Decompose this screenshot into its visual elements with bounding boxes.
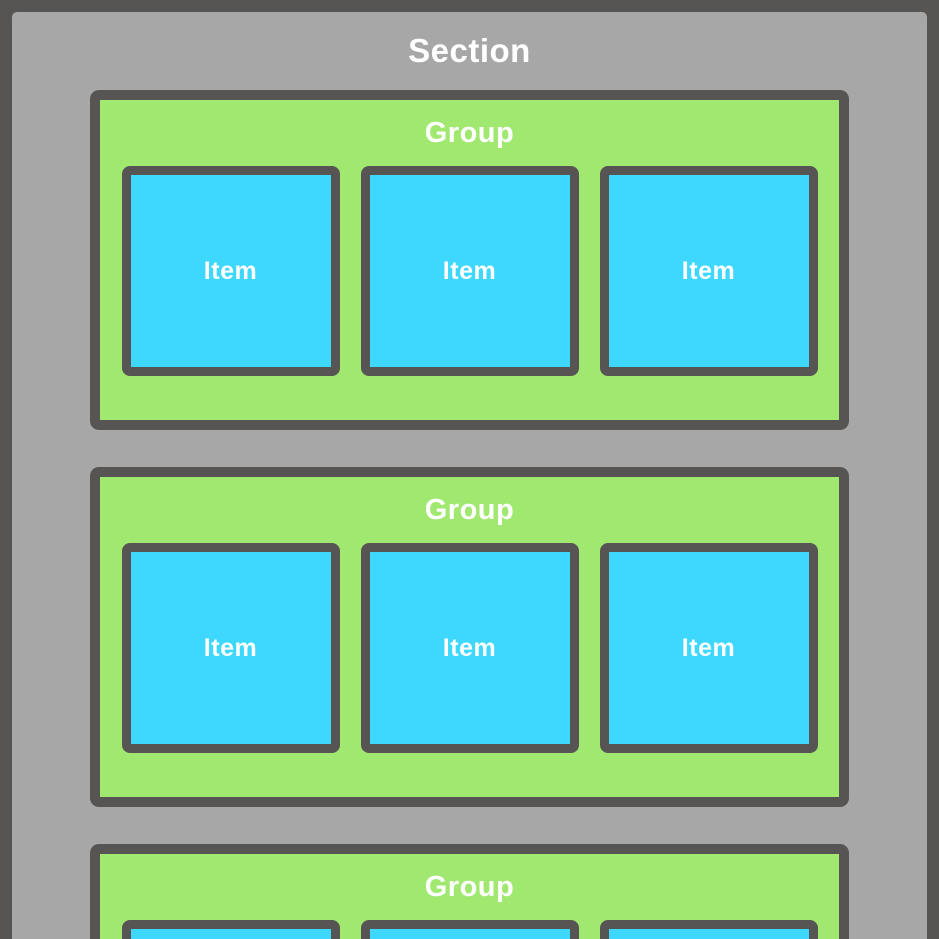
item-box[interactable]: Item <box>360 920 579 939</box>
item-box[interactable]: Item <box>121 543 340 753</box>
item-label: Item <box>442 256 497 285</box>
item-box[interactable]: Item <box>599 543 818 753</box>
item-box[interactable]: Item <box>121 166 340 376</box>
items-row: Item Item Item <box>100 920 839 939</box>
item-label: Item <box>681 633 736 662</box>
items-row: Item Item Item <box>100 543 839 753</box>
group-title: Group <box>424 116 515 149</box>
item-box[interactable]: Item <box>599 166 818 376</box>
item-label: Item <box>442 633 497 662</box>
item-box[interactable]: Item <box>121 920 340 939</box>
group-title: Group <box>424 493 515 526</box>
group-box-1: Group Item Item Item <box>90 90 849 430</box>
items-row: Item Item Item <box>100 166 839 376</box>
item-label: Item <box>203 256 258 285</box>
section-title: Section <box>408 32 531 69</box>
group-title: Group <box>424 870 515 903</box>
group-box-3: Group Item Item Item <box>90 844 849 939</box>
item-label: Item <box>681 256 736 285</box>
group-box-2: Group Item Item Item <box>90 467 849 807</box>
item-label: Item <box>203 633 258 662</box>
item-box[interactable]: Item <box>360 166 579 376</box>
section-container: Section Group Item Item Item Group Item <box>12 12 927 939</box>
item-box[interactable]: Item <box>360 543 579 753</box>
item-box[interactable]: Item <box>599 920 818 939</box>
